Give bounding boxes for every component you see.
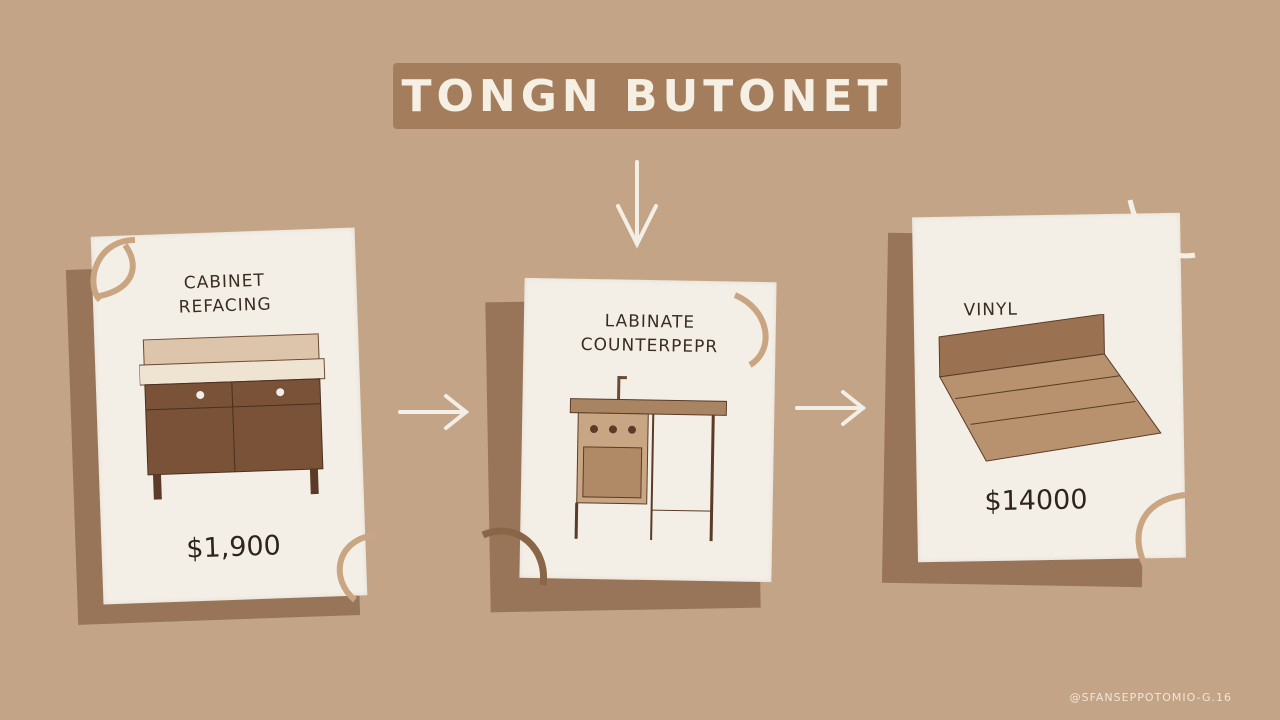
title-banner: TONGN BUTONET: [393, 63, 901, 129]
cabinet-icon: [138, 333, 326, 500]
curl-decoration: [90, 237, 136, 303]
kitchen-counter-icon: [569, 375, 728, 542]
curl-decoration: [1127, 199, 1196, 259]
card-vinyl: VINYL $14000: [912, 212, 1186, 563]
curl-decoration: [481, 527, 548, 586]
curl-decoration: [336, 532, 376, 603]
arrow-right-icon: [795, 390, 867, 426]
curl-decoration: [1135, 492, 1186, 567]
vinyl-floor-icon: [938, 313, 1162, 462]
arrow-right-icon: [398, 394, 470, 430]
title: TONGN BUTONET: [401, 70, 893, 122]
watermark: @SFANSEPPOTOMIO-G.16: [1069, 691, 1232, 704]
arrow-down-icon: [616, 160, 658, 249]
curl-decoration: [733, 292, 769, 368]
